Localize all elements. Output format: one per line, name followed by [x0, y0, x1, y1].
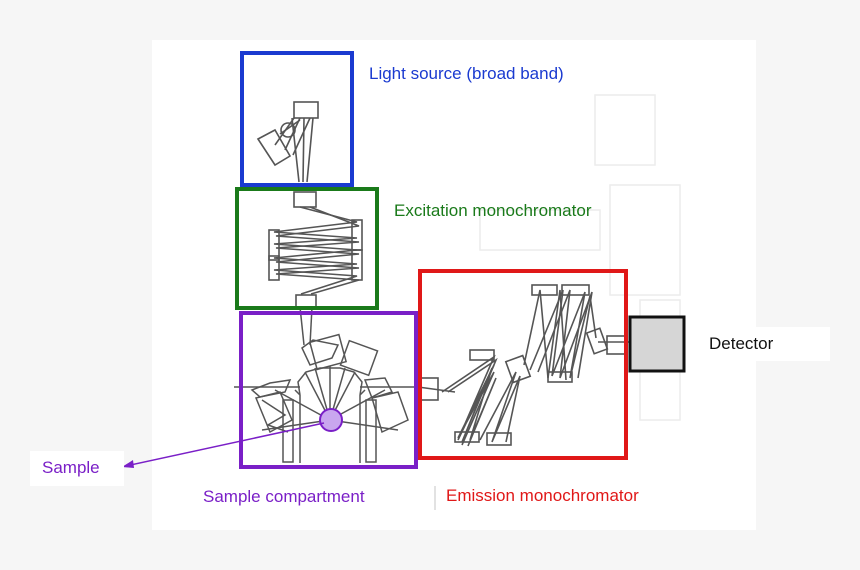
light-source-box	[240, 51, 354, 187]
light-source-label: Light source (broad band)	[369, 64, 564, 83]
emission-monochromator-box	[418, 269, 628, 460]
sample-compartment-label: Sample compartment	[203, 487, 365, 506]
sample-label: Sample	[42, 458, 100, 477]
emission-monochromator-label: Emission monochromator	[446, 486, 639, 505]
detector-label-box	[688, 327, 830, 361]
sample-pointer-arrow	[122, 422, 325, 468]
detector-label: Detector	[709, 334, 774, 353]
excitation-monochromator-box	[235, 187, 379, 310]
emission-optics	[417, 284, 630, 447]
lamp-optics	[256, 101, 319, 183]
detector-box	[628, 315, 686, 373]
sample-cuvette	[319, 408, 343, 432]
sample-compartment-optics	[234, 306, 418, 463]
excitation-optics	[268, 191, 363, 308]
excitation-monochromator-label: Excitation monochromator	[394, 201, 592, 220]
sample-compartment-box	[239, 311, 418, 469]
sample-label-box	[30, 451, 124, 486]
